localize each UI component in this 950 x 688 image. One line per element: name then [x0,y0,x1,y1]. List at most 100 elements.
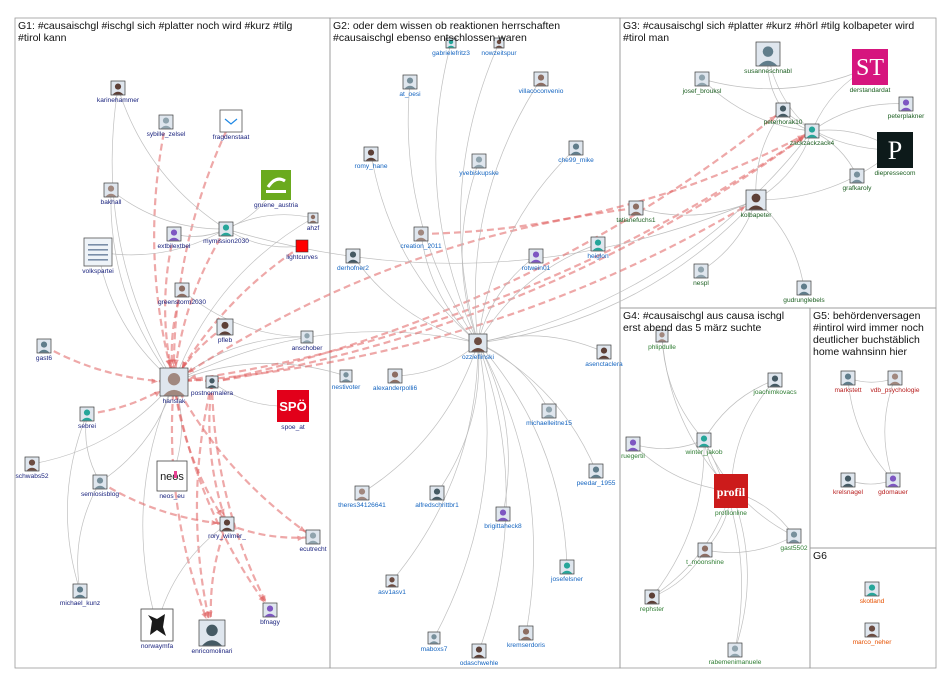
avatar-icon [694,71,710,87]
node-grafkaroly[interactable]: grafkaroly [843,168,873,192]
node-peedar_1955[interactable]: peedar_1955 [577,463,616,487]
node-nowzeitspur[interactable]: nowzeitspur [481,37,517,57]
node-bakhall[interactable]: bakhall [101,182,122,206]
edge-semiosisblog-rory_wilmer_ [99,481,228,526]
node-nestivoter[interactable]: nestivoter [332,369,361,391]
node-alexanderpolli6[interactable]: alexanderpolli6 [373,368,418,392]
node-ruegertil[interactable]: ruegertil [621,436,645,460]
node-rabemenimanuele[interactable]: rabemenimanuele [709,642,762,666]
node-greenstorm2030[interactable]: greenstorm2030 [158,282,206,306]
node-norwaymfa[interactable]: norwaymfa [140,608,174,650]
node-joachimkovacs[interactable]: joachimkovacs [752,372,797,396]
node-winter_jakob[interactable]: winter_jakob [684,432,723,456]
node-rephster[interactable]: rephster [640,589,665,613]
node-ecutrecht[interactable]: ecutrecht [299,529,327,553]
node-gast5502[interactable]: gast5502 [780,528,808,552]
node-peterplakner[interactable]: peterplakner [888,96,925,120]
node-semiosisblog[interactable]: semiosisblog [81,474,119,498]
node-rory_wilmer_[interactable]: rory_wilmer_ [208,516,246,540]
node-karinehammer[interactable]: karinehammer [97,80,140,104]
node-alfredschrittbr1[interactable]: alfredschrittbr1 [415,485,459,509]
node-label: pfleb [218,337,233,344]
node-maboxs7[interactable]: maboxs7 [421,631,448,653]
neos-logo-icon: neos [156,460,188,492]
node-gast6[interactable]: gast6 [36,338,52,362]
node-lightcurves[interactable]: lightcurves [286,239,318,261]
group-title-g2: G2: oder dem wissen ob reaktionen herrsc… [333,20,560,32]
node-pfleb[interactable]: pfleb [216,318,234,344]
node-at_oesi[interactable]: at_oesi [399,74,421,98]
node-ozzieflinski[interactable]: ozzieflinski [462,333,494,361]
node-asenctaclera[interactable]: asenctaclera [585,344,623,368]
node-anschober[interactable]: anschober [292,330,324,352]
node-gudrunglebels[interactable]: gudrunglebels [783,280,825,304]
node-label: rabemenimanuele [709,659,762,666]
node-theres34126641[interactable]: theres34126641 [338,485,386,509]
node-vdb_psychologie[interactable]: vdb_psychologie [870,370,920,394]
spoe-logo-icon: SPÖ [277,390,309,422]
node-heiglon[interactable]: heiglon [587,236,609,260]
node-josefelsner[interactable]: josefelsner [550,559,584,583]
node-odaschwehle[interactable]: odaschwehle [460,643,499,667]
node-enricomolinari[interactable]: enricomolinari [191,619,233,655]
node-gdomauer[interactable]: gdomauer [878,472,909,496]
node-phlipdulle[interactable]: phlipdulle [648,329,676,351]
node-asv1asv1[interactable]: asv1asv1 [378,574,406,596]
node-schwabs52[interactable]: schwabs52 [16,456,49,480]
node-villacoconvenio[interactable]: villacoconvenio [519,71,564,95]
node-label: t_moonshine [686,559,724,566]
node-creation_2011[interactable]: creation_2011 [400,226,442,250]
node-label: lightcurves [286,254,318,261]
node-label: ozzieflinski [462,354,494,361]
node-extbilextbel[interactable]: extbilextbel [158,226,192,250]
node-kolbapeter[interactable]: kolbapeter [741,189,773,219]
node-t_moonshine[interactable]: t_moonshine [686,542,724,566]
node-josef_brouksl[interactable]: josef_brouksl [682,71,722,95]
node-sebrei[interactable]: sebrei [78,406,97,430]
node-derhofner2[interactable]: derhofner2 [337,248,369,272]
node-kremserdoris[interactable]: kremserdoris [507,625,546,649]
node-sybille_zelsel[interactable]: sybille_zelsel [147,114,186,138]
node-postnormalera[interactable]: postnormalera [191,375,233,397]
edge-arrowhead [769,115,777,122]
node-bfnagy[interactable]: bfnagy [260,602,281,626]
node-michaelleitne15[interactable]: michaelleitne15 [526,403,572,427]
node-skotland[interactable]: skotland [860,581,885,605]
node-michael_kunz[interactable]: michael_kunz [60,583,100,607]
node-nespl[interactable]: nespl [693,263,709,287]
node-susanneschnabl[interactable]: susanneschnabl [744,41,792,75]
node-brigittaheck8[interactable]: brigittaheck8 [484,506,522,530]
node-label: hanslak [163,398,186,405]
node-hanslak[interactable]: hanslak [159,367,189,405]
edge-gabrielefritz3-ozzieflinski [435,42,479,344]
node-volkspartei[interactable]: volkspartei [82,237,114,275]
edge-joachimkovacs-winter_jakob [703,379,776,441]
node-ahzf[interactable]: ahzf [307,212,320,232]
group-title-g5: G5: behördenversagen [813,310,921,322]
node-che99_mike[interactable]: che99_mike [558,140,594,164]
node-rotwein01[interactable]: rotwein01 [522,248,551,272]
node-gruene_austria[interactable]: gruene_austria [254,170,298,209]
avatar-icon [36,338,52,354]
node-krelsnagel[interactable]: krelsnagel [833,472,864,496]
node-label: asenctaclera [585,361,623,368]
node-fragdenstaat[interactable]: fragdenstaat [213,109,250,141]
node-romy_hane[interactable]: romy_hane [355,146,388,170]
node-peterhorak10[interactable]: peterhorak10 [764,102,803,126]
avatar-icon [427,631,441,645]
node-tatianefuchs1[interactable]: tatianefuchs1 [616,200,656,224]
edge-romy_hane-ozzieflinski [370,153,479,344]
node-zackzackzack4[interactable]: zackzackzack4 [790,123,835,147]
node-yvebiskupske[interactable]: yvebiskupske [459,153,499,177]
node-marco_neher[interactable]: marco_neher [853,622,893,646]
node-markstett[interactable]: markstett [834,370,862,394]
node-label: susanneschnabl [744,68,792,75]
avatar-icon [644,589,660,605]
node-mymission2030[interactable]: mymission2030 [203,221,249,245]
node-gabrielefritz3[interactable]: gabrielefritz3 [432,37,470,57]
